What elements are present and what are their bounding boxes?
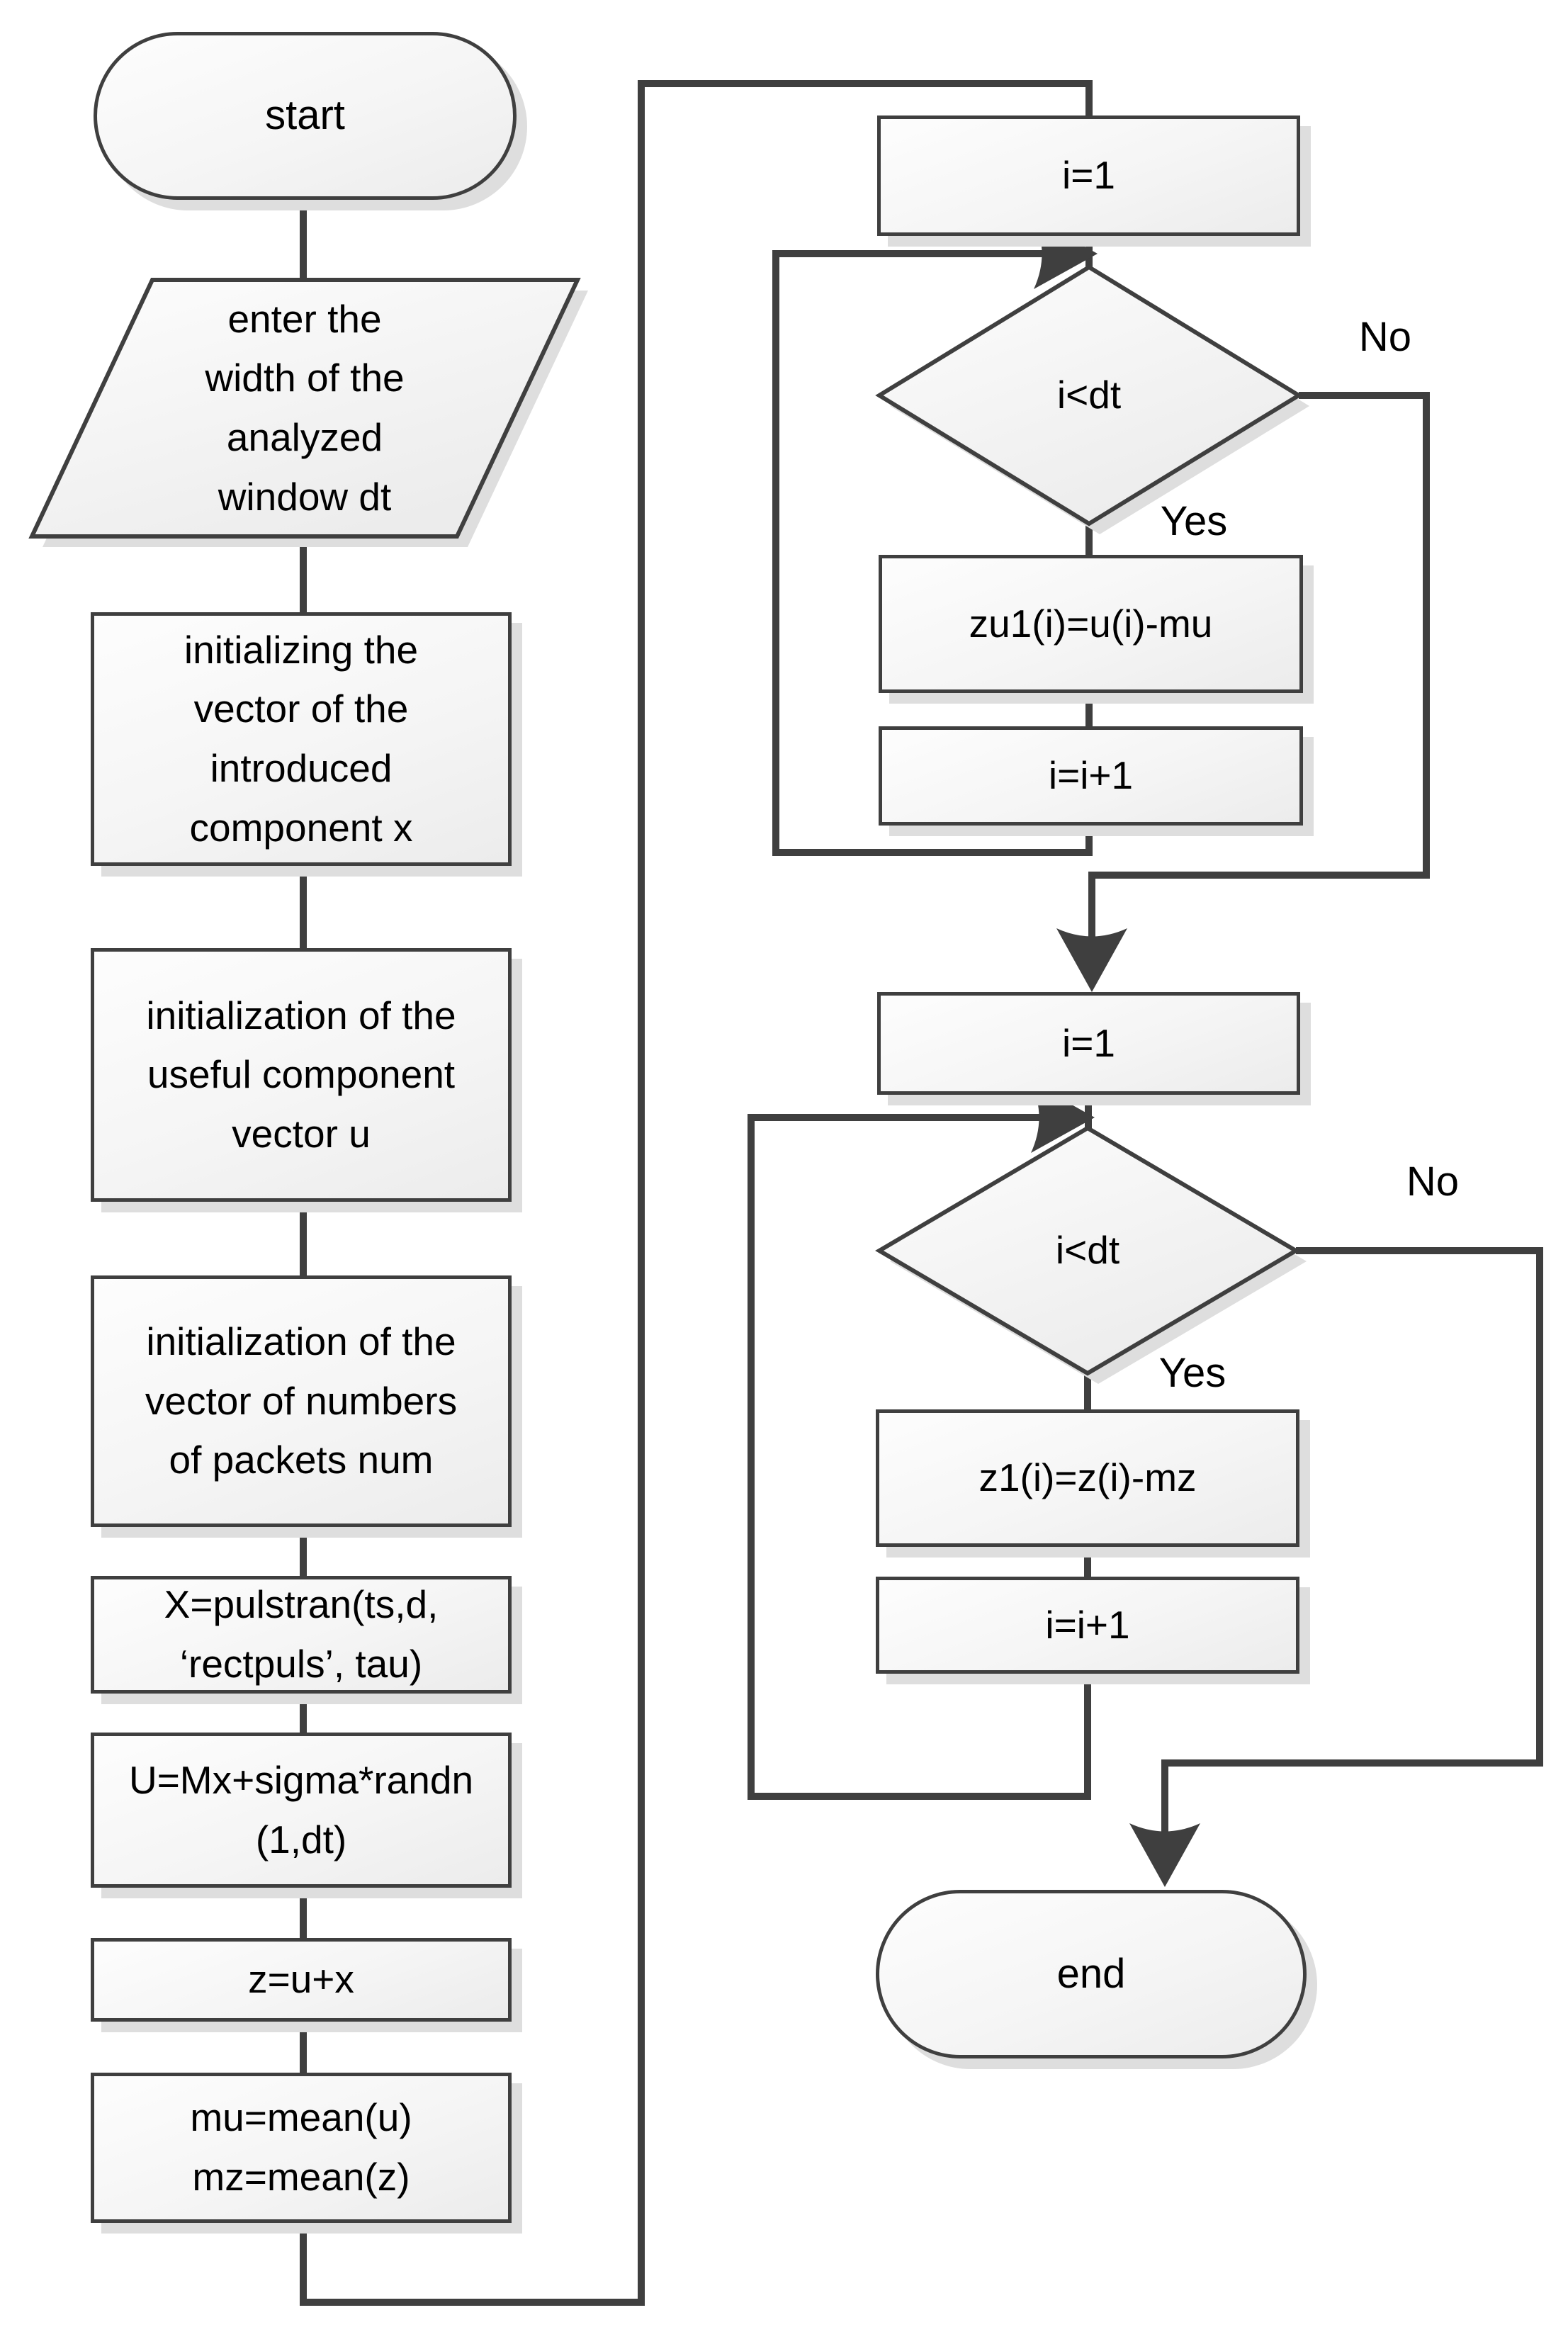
node-loop2-cond-label: i<dt: [1055, 1228, 1120, 1273]
node-start: start: [94, 32, 517, 200]
node-loop1-init: i=1: [877, 116, 1300, 236]
label-loop1-yes: Yes: [1148, 496, 1240, 546]
arrow-into-loop1-junction: [1034, 218, 1098, 289]
edge-means-loop1init: [300, 80, 1093, 2306]
node-end: end: [876, 1890, 1307, 2058]
arrow-into-loop2-init: [1056, 928, 1127, 992]
node-loop1-inc-label: i=i+1: [1048, 753, 1134, 798]
node-start-label: start: [265, 92, 345, 139]
node-loop2-body-label: z1(i)=z(i)-mz: [978, 1455, 1197, 1500]
node-pulstran: X=pulstran(ts,d, ‘rectpuls’, tau): [91, 1576, 512, 1694]
label-loop1-no: No: [1343, 312, 1428, 361]
label-loop2-yes: Yes: [1146, 1348, 1239, 1397]
node-loop2-inc: i=i+1: [876, 1577, 1299, 1674]
connectors: [300, 80, 1543, 2306]
input-parallelogram: [28, 278, 581, 539]
node-init-x: initializing the vector of the introduce…: [91, 612, 512, 866]
node-pulstran-label: X=pulstran(ts,d, ‘rectpuls’, tau): [164, 1582, 439, 1686]
edge-loop1-no: [1088, 392, 1430, 945]
node-loop1-body: zu1(i)=u(i)-mu: [879, 555, 1303, 693]
node-input-dt: enter the width of the analyzed window d…: [32, 283, 577, 533]
node-means: mu=mean(u) mz=mean(z): [91, 2073, 512, 2223]
shape-layer: [28, 264, 1309, 1384]
edge-loop2-return: [748, 1114, 1091, 1800]
node-loop2-body: z1(i)=z(i)-mz: [876, 1409, 1299, 1547]
node-init-u-label: initialization of the useful component v…: [146, 993, 456, 1156]
loop1-diamond: [875, 264, 1303, 526]
node-end-label: end: [1056, 1950, 1126, 1997]
node-loop1-cond: i<dt: [912, 339, 1266, 452]
node-input-dt-label: enter the width of the analyzed window d…: [205, 296, 405, 519]
node-loop2-inc-label: i=i+1: [1045, 1602, 1130, 1647]
label-loop2-yes-text: Yes: [1158, 1349, 1226, 1396]
node-loop2-init: i=1: [877, 992, 1300, 1095]
arrow-into-end: [1129, 1823, 1200, 1887]
node-loop1-cond-label: i<dt: [1056, 373, 1122, 417]
label-loop2-no-text: No: [1406, 1158, 1460, 1205]
node-z-sum-label: z=u+x: [248, 1957, 354, 2002]
node-loop1-body-label: zu1(i)=u(i)-mu: [969, 601, 1213, 646]
label-loop1-no-text: No: [1358, 313, 1412, 360]
node-randn-label: U=Mx+sigma*randn (1,dt): [128, 1757, 474, 1861]
edge-loop2-no: [1161, 1247, 1543, 1840]
node-loop2-init-label: i=1: [1062, 1020, 1115, 1065]
node-loop1-init-label: i=1: [1062, 153, 1115, 198]
arrowheads: [1031, 218, 1200, 1887]
node-init-num: initialization of the vector of numbers …: [91, 1275, 512, 1527]
node-loop1-inc: i=i+1: [879, 726, 1303, 826]
arrow-into-loop2-junction: [1031, 1082, 1095, 1153]
node-loop2-cond: i<dt: [910, 1194, 1265, 1307]
node-init-x-label: initializing the vector of the introduce…: [184, 627, 419, 850]
node-init-num-label: initialization of the vector of numbers …: [145, 1319, 458, 1482]
node-randn: U=Mx+sigma*randn (1,dt): [91, 1733, 512, 1888]
loop2-diamond: [875, 1125, 1300, 1376]
edge-loop1-return: [772, 250, 1093, 856]
node-means-label: mu=mean(u) mz=mean(z): [190, 2095, 412, 2199]
node-init-u: initialization of the useful component v…: [91, 948, 512, 1202]
label-loop1-yes-text: Yes: [1160, 497, 1228, 544]
node-z-sum: z=u+x: [91, 1938, 512, 2022]
label-loop2-no: No: [1390, 1156, 1475, 1206]
